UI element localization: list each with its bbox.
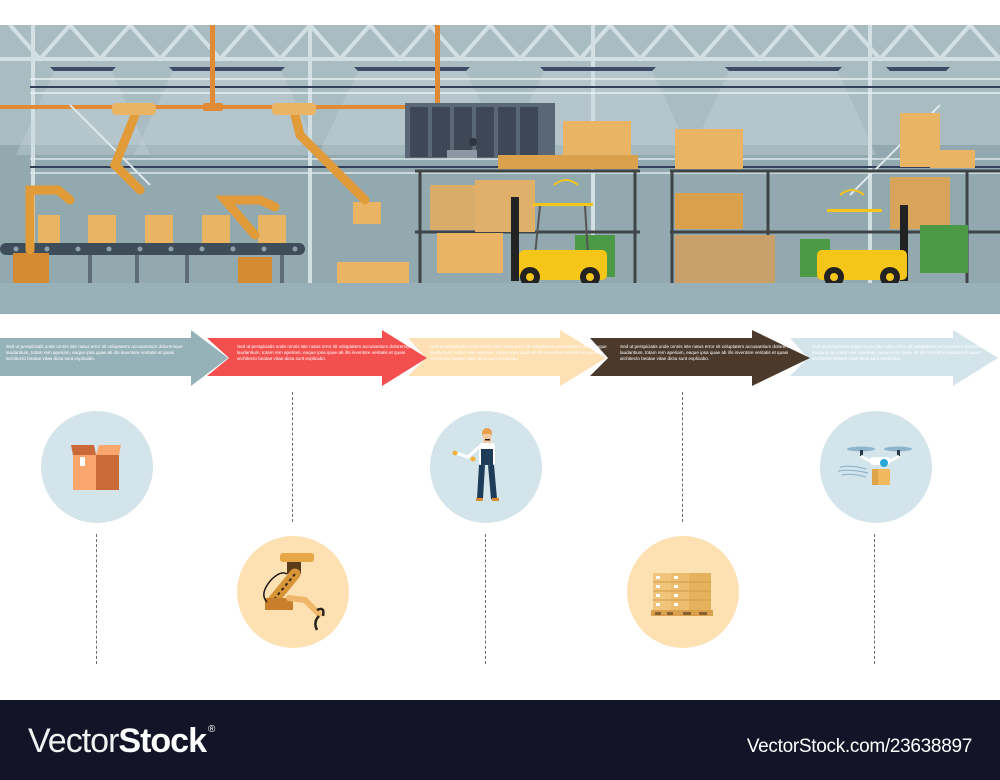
gantry-rail (0, 25, 440, 111)
forklift-2 (817, 189, 908, 287)
connector-step-2-top (292, 392, 293, 522)
connector-step-4-top (682, 392, 683, 522)
connector-step-1-bottom (96, 534, 97, 664)
robot-bases (13, 253, 272, 285)
brand-logo-light: Vector (28, 722, 119, 760)
step-1-icon-circle (41, 411, 153, 523)
brand-logo: VectorStock® (28, 722, 215, 761)
step-5-arrow: Sed ut perspiciatis unde omnis iste natu… (790, 326, 1000, 390)
step-4-arrow: Sed ut perspiciatis unde omnis iste natu… (590, 326, 812, 390)
step-1-arrow: Sed ut perspiciatis unde omnis iste natu… (0, 326, 230, 390)
robotic-arms (25, 103, 370, 255)
step-5-icon-circle (820, 411, 932, 523)
pallet-stack-icon (651, 573, 713, 616)
robotic-arm-icon (263, 553, 325, 631)
registered-mark: ® (207, 724, 215, 735)
step-5-description: Sed ut perspiciatis unde omnis iste natu… (812, 344, 989, 361)
step-3-description: Sed ut perspiciatis unde omnis iste natu… (430, 344, 607, 361)
step-2-description: Sed ut perspiciatis unde omnis iste natu… (237, 344, 414, 361)
delivery-drone-icon (837, 446, 912, 485)
watermark-footer: VectorStock® VectorStock.com/23638897 (0, 700, 1000, 780)
step-3-icon-circle (430, 411, 542, 523)
step-2-icon-circle (237, 536, 349, 648)
worker-icon (452, 428, 499, 501)
floor (0, 283, 1000, 314)
warehouse-illustration (0, 25, 1000, 314)
connector-step-5-bottom (874, 534, 875, 664)
step-3-arrow: Sed ut perspiciatis unde omnis iste natu… (408, 326, 608, 390)
forklift-1 (511, 179, 607, 287)
asset-id: VectorStock.com/23638897 (746, 736, 972, 757)
conveyor-belt (0, 243, 305, 285)
process-timeline: Sed ut perspiciatis unde omnis iste natu… (0, 326, 1000, 390)
brand-logo-bold: Stock (118, 722, 207, 760)
upper-railing (30, 78, 1000, 94)
open-box-icon (71, 445, 121, 490)
step-1-description: Sed ut perspiciatis unde omnis iste natu… (6, 344, 183, 361)
server-room (405, 103, 555, 160)
step-4-description: Sed ut perspiciatis unde omnis iste natu… (620, 344, 797, 361)
step-2-arrow: Sed ut perspiciatis unde omnis iste natu… (207, 326, 429, 390)
conveyor-boxes (38, 202, 409, 284)
step-4-icon-circle (627, 536, 739, 648)
warehouse-scene-graphic (0, 25, 1000, 314)
connector-step-3-bottom (485, 534, 486, 664)
